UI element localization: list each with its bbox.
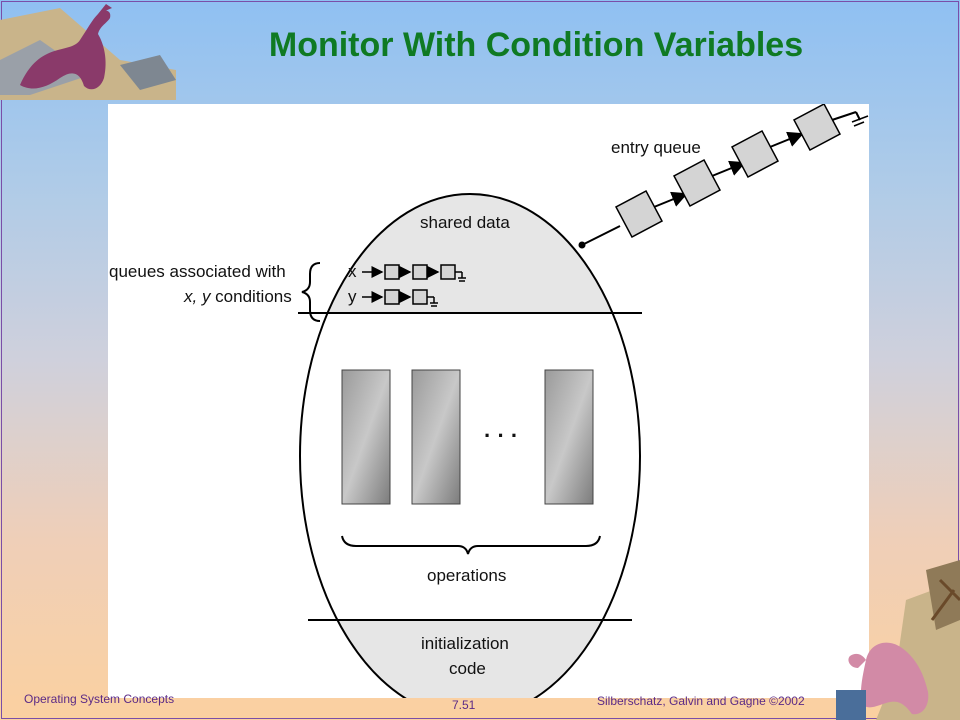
operation-block (341, 369, 391, 505)
entry-queue-label: entry queue (611, 138, 701, 157)
shared-data-section (300, 194, 640, 313)
entry-queue (578, 104, 869, 249)
operations-label: operations (427, 566, 507, 585)
operations-brace (341, 535, 601, 555)
monitor-outline (299, 193, 641, 698)
dinosaur-illustration-bottom (836, 560, 960, 720)
operation-block (411, 369, 461, 505)
condition-variables-names: x, y (184, 287, 211, 306)
condition-queues-label-rest: conditions (210, 287, 292, 306)
condition-queues-label-line2: x, y conditions (184, 287, 292, 307)
condition-x-label: x (348, 262, 357, 281)
slide-title: Monitor With Condition Variables (268, 26, 804, 64)
footer-page-number: 7.51 (452, 698, 476, 712)
initialization-code-label-line2: code (449, 659, 486, 678)
initialization-code-label-line1: initialization (421, 634, 509, 653)
shared-data-label: shared data (420, 213, 510, 232)
monitor-diagram-graphic (298, 104, 869, 698)
operations-ellipsis: · · · (484, 423, 519, 448)
condition-y-label: y (348, 287, 357, 306)
dinosaur-illustration-top (0, 4, 176, 100)
condition-queues-label-line1: queues associated with (109, 262, 286, 281)
condition-queues-brace (301, 262, 321, 322)
footer-course-name: Operating System Concepts (24, 692, 175, 706)
condition-x-queue (362, 264, 466, 282)
condition-y-queue (362, 289, 438, 307)
operation-block (544, 369, 594, 505)
footer-copyright: Silberschatz, Galvin and Gagne ©2002 (597, 694, 805, 708)
monitor-diagram: entry queue shared data queues associate… (108, 104, 869, 698)
